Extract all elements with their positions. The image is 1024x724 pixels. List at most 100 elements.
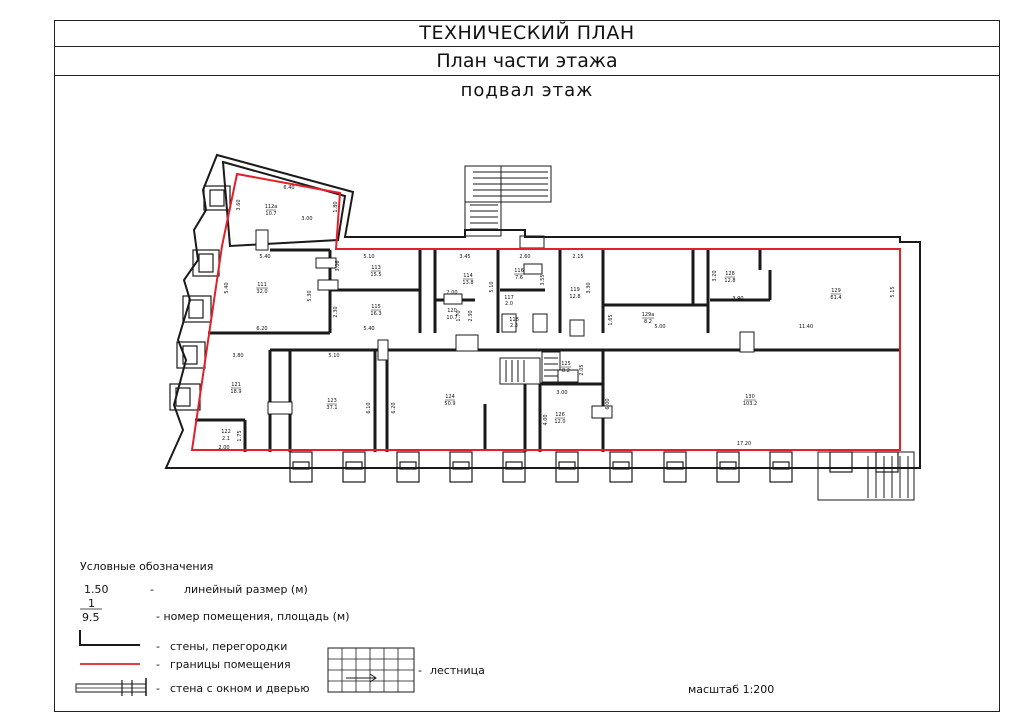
room-number: 125 [561,361,571,367]
room-number: 111 [257,282,267,288]
room-area: 12.0 [554,419,565,425]
stair-top [464,165,552,249]
svg-text:1.75: 1.75 [237,430,243,441]
room-boundaries [190,172,901,451]
svg-text:6.10: 6.10 [366,402,372,413]
svg-text:5.10: 5.10 [328,353,339,359]
svg-text:2.05: 2.05 [579,364,585,375]
legend-stairs-dash: - [418,664,422,677]
room-number: 128 [725,271,735,277]
room-number: 121 [231,382,241,388]
room-number: 117 [504,295,514,301]
room-area: 16.3 [370,311,381,317]
svg-text:6.00: 6.00 [605,398,611,409]
room-number: 129a [642,312,655,318]
svg-text:5.10: 5.10 [489,281,495,292]
room-area: 10.7 [446,315,457,321]
room-area: 2.3 [510,323,518,329]
svg-text:6.20: 6.20 [391,402,397,413]
stair-bottom [499,351,915,501]
legend-stairs-label: лестница [430,664,485,677]
room-number: 122 [221,429,231,435]
svg-text:5.00: 5.00 [654,324,665,330]
legend-boundary-label: границы помещения [170,658,291,671]
svg-text:11.40: 11.40 [799,324,813,330]
svg-text:2.00: 2.00 [446,290,457,296]
room-number: 130 [745,394,755,400]
svg-text:5.40: 5.40 [363,326,374,332]
legend-walls-dash: - [156,640,160,653]
plan-subtitle: План части этажа [54,47,1000,76]
legend-graphics [75,608,415,696]
svg-text:3.06: 3.06 [335,260,341,271]
svg-text:3.30: 3.30 [586,282,592,293]
scale-label: масштаб 1:200 [688,683,775,696]
svg-text:2.60: 2.60 [519,254,530,260]
room-number: 124 [445,394,455,400]
svg-text:5.10: 5.10 [363,254,374,260]
svg-text:5.15: 5.15 [890,286,896,297]
svg-text:6.20: 6.20 [256,326,267,332]
legend-dim-label: линейный размер (м) [184,583,308,596]
room-area: 61.4 [830,295,841,301]
drawing-frame [54,20,1000,712]
svg-text:3.00: 3.00 [556,390,567,396]
legend-window-dash: - [156,682,160,695]
legend-title: Условные обозначения [80,560,214,573]
doors [255,229,755,419]
legend-room-num-sample: 1 [88,597,95,610]
svg-text:3.60: 3.60 [236,199,242,210]
svg-text:5.40: 5.40 [224,282,230,293]
room-number: 126 [555,412,565,418]
room-number: 115 [371,304,381,310]
room-area: 15.5 [370,272,381,278]
svg-text:17.20: 17.20 [737,441,751,447]
room-number: 118 [509,317,519,323]
bottom-windows [289,451,899,483]
floor-label: подвал этаж [460,80,594,101]
room-area: 32.0 [256,289,267,295]
room-area: 50.9 [444,401,455,407]
room-label-bars [231,209,841,419]
room-area: 18.9 [230,389,241,395]
room-number: 116 [514,268,524,274]
svg-text:3.20: 3.20 [712,270,718,281]
svg-text:1.70: 1.70 [456,310,462,321]
room-area: 12.8 [724,278,735,284]
room-area: 13.8 [462,280,473,286]
svg-text:4.00: 4.00 [543,414,549,425]
room-area: 2.1 [222,436,230,442]
room-area: 10.7 [265,211,276,217]
svg-text:5.40: 5.40 [259,254,270,260]
room-number: 120 [447,308,457,314]
svg-text:2.15: 2.15 [572,254,583,260]
legend-window-label: стена с окном и дверью [170,682,310,695]
room-number: 114 [463,273,473,279]
legend-room-area-sample: 9.5 [82,611,100,624]
legend-boundary-dash: - [156,658,160,671]
room-area: 12.8 [569,294,580,300]
svg-text:5.30: 5.30 [307,290,313,301]
room-area: 7.6 [515,275,523,281]
legend-dim-sample: 1.50 [84,583,109,596]
plan-title: ТЕХНИЧЕСКИЙ ПЛАН [54,20,1000,47]
legend-dim-dash: - [150,583,154,596]
svg-text:3.80: 3.80 [232,353,243,359]
svg-text:1.65: 1.65 [608,314,614,325]
legend-room-label: - номер помещения, площадь (м) [156,610,350,623]
room-area: 37.1 [326,405,337,411]
room-number: 123 [327,398,337,404]
room-number: 119 [570,287,580,293]
svg-text:3.90: 3.90 [732,296,743,302]
svg-text:2.00: 2.00 [218,445,229,451]
room-number: 113 [371,265,381,271]
room-number: 112a [265,204,278,210]
room-number: 129 [831,288,841,294]
svg-text:6.40: 6.40 [283,185,294,191]
room-area: 103.2 [743,401,757,407]
svg-text:3.45: 3.45 [459,254,470,260]
legend-walls-label: стены, перегородки [170,640,288,653]
svg-text:3.55: 3.55 [540,274,546,285]
